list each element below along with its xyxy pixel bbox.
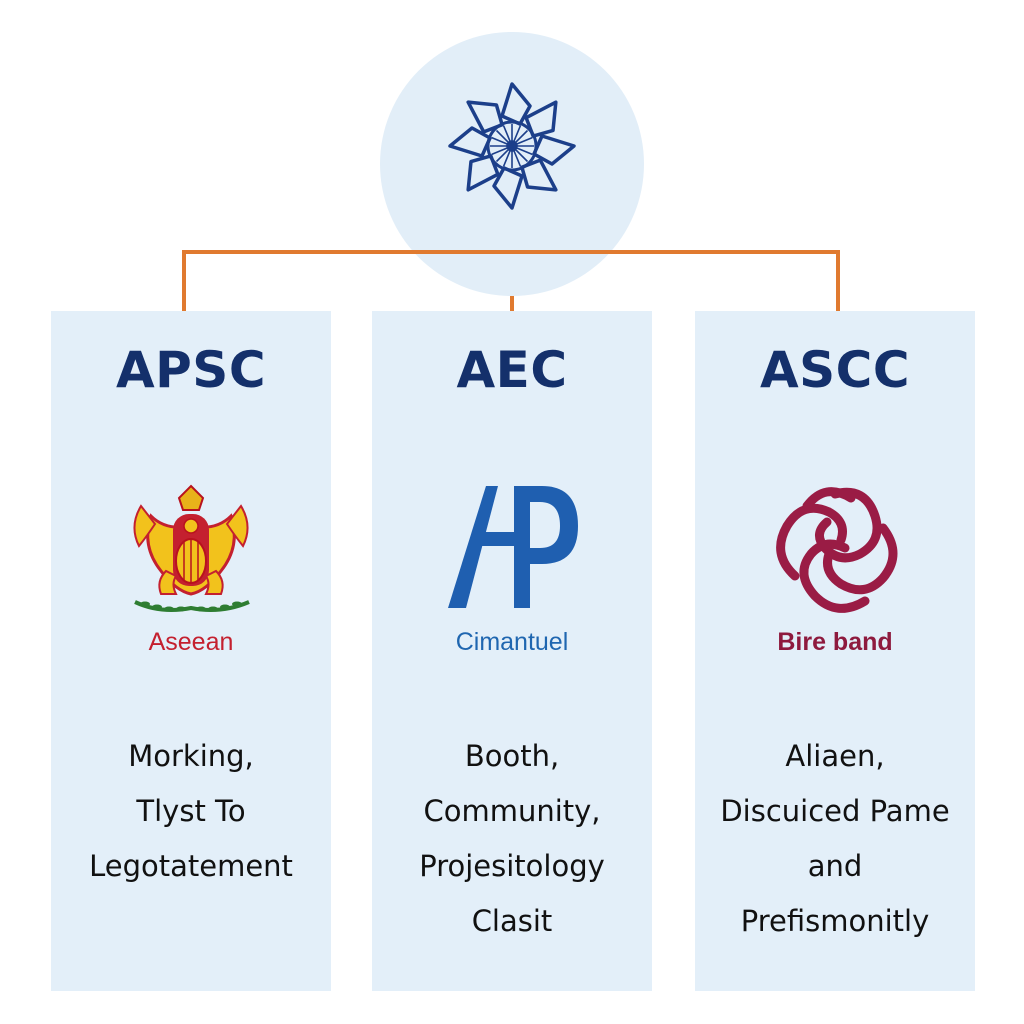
description-line: Aliaen, bbox=[785, 739, 885, 773]
column-title: ASCC bbox=[759, 341, 911, 399]
column-description: Morking, Tlyst To Legotatement bbox=[51, 729, 331, 894]
knot-logo-icon bbox=[776, 487, 898, 613]
column-title: AEC bbox=[456, 341, 568, 399]
description-line: Tlyst To bbox=[136, 794, 246, 828]
description-line: and bbox=[807, 849, 863, 883]
description-line: Morking, bbox=[128, 739, 254, 773]
description-line: Legotatement bbox=[89, 849, 293, 883]
column-description: Booth, Community, Projesitology Clasit bbox=[372, 729, 652, 949]
column-apsc: APSC bbox=[51, 311, 331, 991]
column-title: APSC bbox=[115, 341, 267, 399]
column-brand: Aseean bbox=[148, 628, 234, 656]
description-line: Booth, bbox=[464, 739, 560, 773]
column-ascc: ASCC Bire band Aliaen, Discuiced Pame an… bbox=[695, 311, 975, 991]
ring-wheel-logo-icon bbox=[448, 82, 576, 210]
description-line: Discuiced Pame bbox=[720, 794, 950, 828]
column-brand: Cimantuel bbox=[455, 628, 569, 656]
ap-letter-logo-icon bbox=[448, 486, 578, 608]
column-aec: AEC Cimantuel Booth, Community, Projesit… bbox=[372, 311, 652, 991]
description-line: Clasit bbox=[471, 904, 553, 938]
description-line: Prefismonitly bbox=[740, 904, 930, 938]
description-line: Community, bbox=[423, 794, 601, 828]
golden-emblem-icon bbox=[133, 484, 250, 612]
column-brand: Bire band bbox=[777, 628, 893, 656]
description-line: Projesitology bbox=[419, 849, 605, 883]
connector-horizontal bbox=[182, 250, 840, 311]
column-description: Aliaen, Discuiced Pame and Prefismonitly bbox=[695, 729, 975, 949]
